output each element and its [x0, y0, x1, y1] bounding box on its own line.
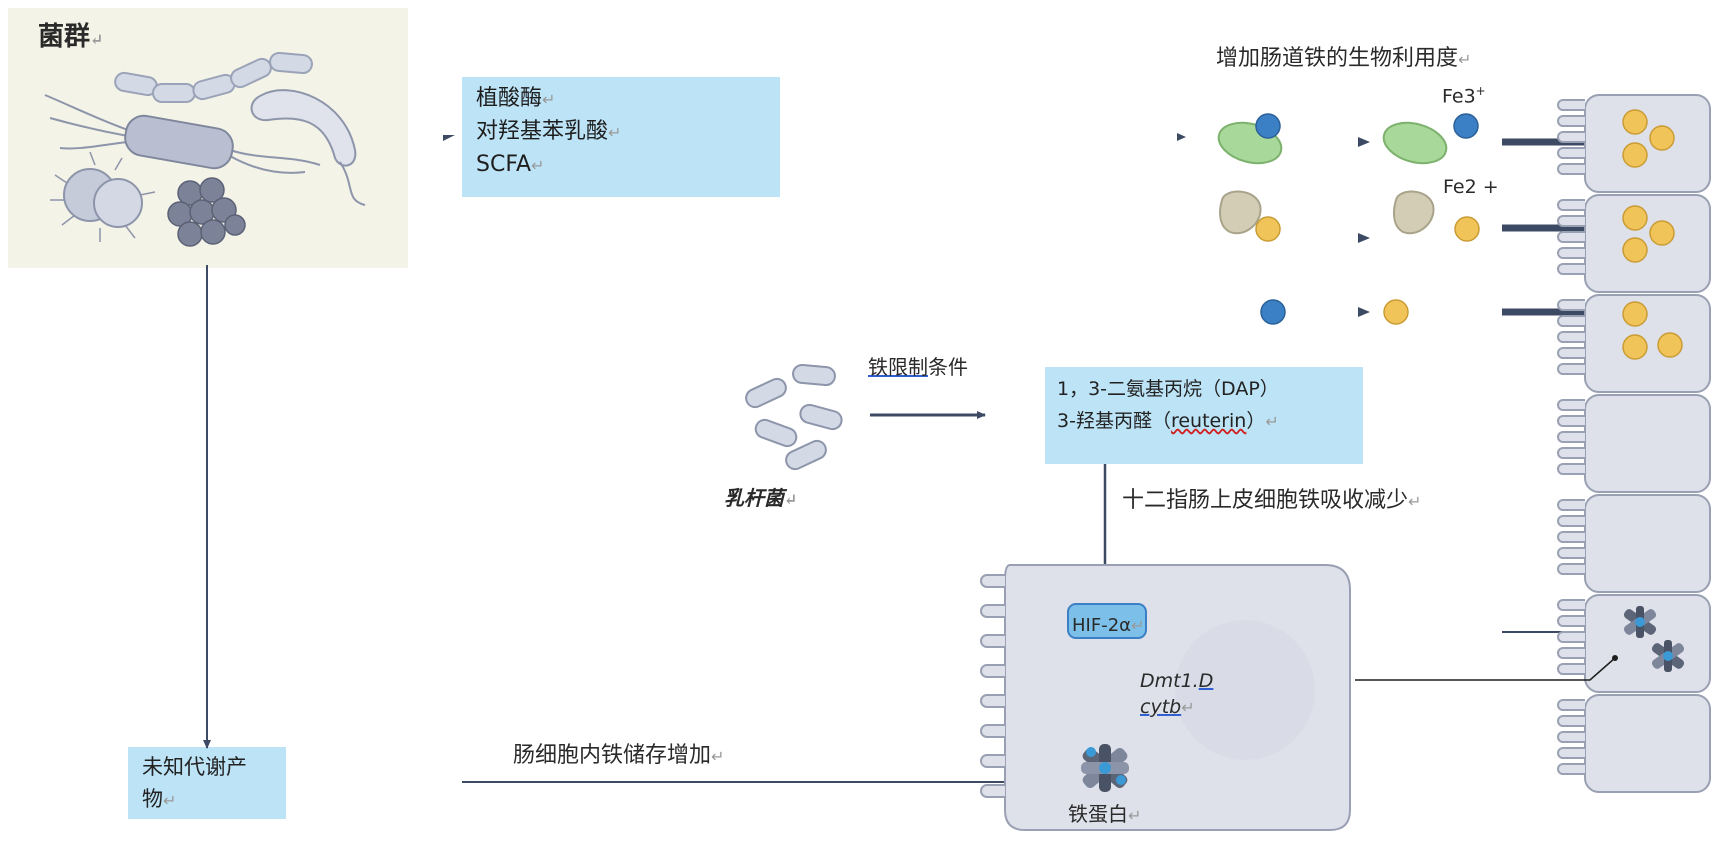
lactobacillus-label: 乳杆菌↵: [724, 486, 798, 510]
iron-limit-label: 铁限制条件: [868, 355, 968, 379]
metabolite-reuterin: 3-羟基丙醛（reuterin）↵: [1057, 410, 1279, 432]
lactobacillus-illustration: [745, 363, 843, 471]
fe2-label: Fe2 +: [1443, 176, 1499, 198]
metabolite-list-bottom: 未知代谢产 物↵: [142, 755, 247, 811]
bioavailability-label: 增加肠道铁的生物利用度↵: [1216, 46, 1472, 71]
metabolite-box-bottom: [128, 747, 286, 819]
cell-connector-line: [1355, 657, 1616, 681]
iron-chelators: [1217, 113, 1480, 325]
metabolite-list-mid: 1，3-二氨基丙烷（DAP） 3-羟基丙醛（reuterin）↵: [1045, 367, 1363, 464]
intestinal-epithelium: [1584, 94, 1711, 793]
dmt1-label: Dmt1.D cytb↵: [1140, 670, 1214, 718]
metabolite-phytase: 植酸酶↵: [476, 86, 556, 111]
metabolite-box-mid: [1045, 367, 1363, 464]
iron-storage-label: 肠细胞内铁储存增加↵: [513, 743, 725, 768]
ferritin-icon: [1081, 744, 1129, 792]
duodenum-absorption-label: 十二指肠上皮细胞铁吸收减少↵: [1122, 488, 1422, 513]
connector-dot: [1612, 655, 1618, 661]
microvilli-right: [1557, 99, 1585, 775]
metabolite-box-top: [462, 77, 780, 197]
metabolite-dap: 1，3-二氨基丙烷（DAP）: [1057, 378, 1279, 400]
microbiota-title: 菌群↵: [38, 22, 104, 52]
hif-pill: [1067, 603, 1147, 639]
ferritin-right: [1623, 606, 1685, 672]
metabolite-hpla: 对羟基苯乳酸↵: [476, 119, 622, 144]
fe3-label: Fe3+: [1442, 84, 1486, 108]
hif-label: HIF-2α↵: [1072, 615, 1145, 636]
microbiota-illustration: [44, 51, 366, 247]
metabolite-scfa: SCFA↵: [476, 152, 545, 177]
ferritin-label: 铁蛋白↵: [1068, 802, 1142, 826]
metabolite-list-top: 植酸酶↵ 对羟基苯乳酸↵ SCFA↵: [462, 77, 780, 197]
absorbed-iron: [1622, 109, 1683, 360]
small-arrowhead: [443, 135, 455, 141]
